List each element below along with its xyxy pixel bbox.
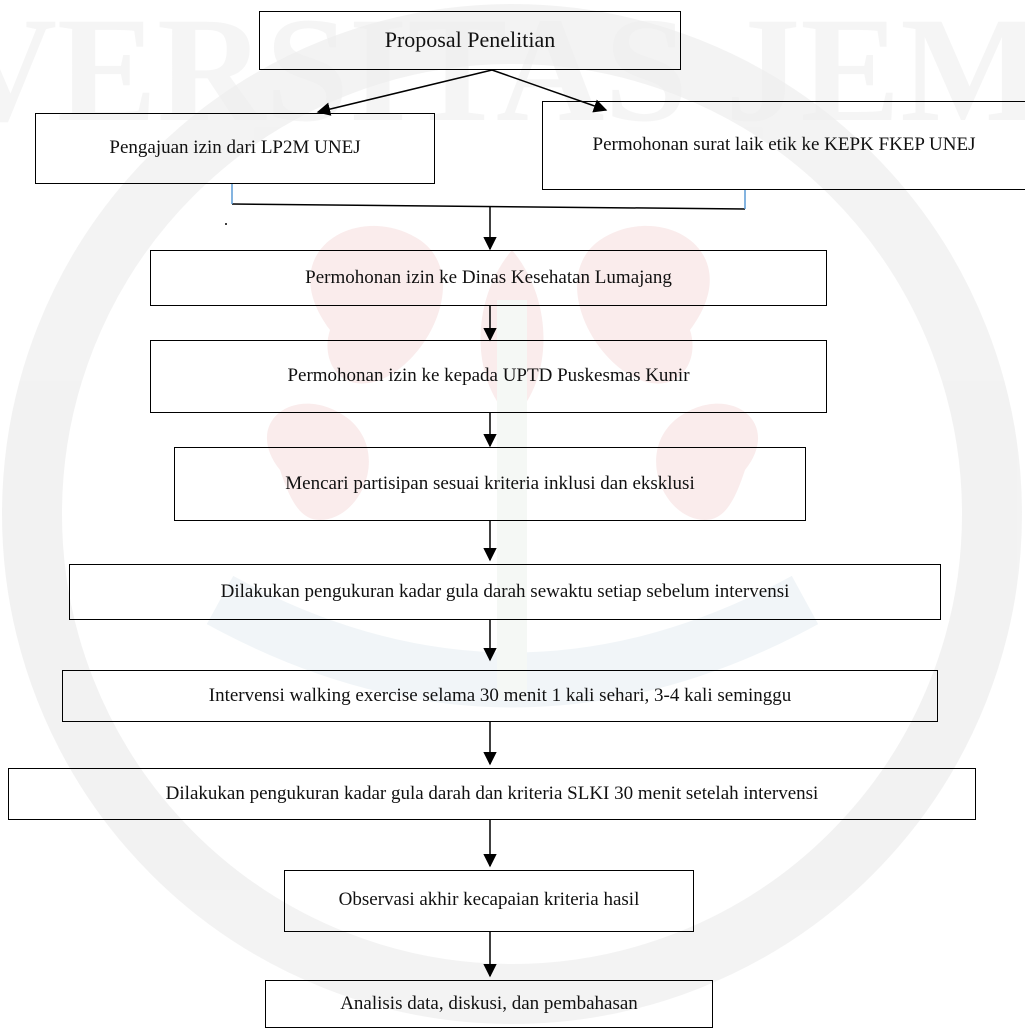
- node-observasi-label: Observasi akhir kecapaian kriteria hasil: [338, 889, 640, 910]
- node-proposal: Proposal Penelitian: [259, 11, 681, 70]
- node-partisipan-label: Mencari partisipan sesuai kriteria inklu…: [285, 472, 695, 494]
- node-ukur-awal: Dilakukan pengukuran kadar gula darah se…: [69, 564, 941, 620]
- node-partisipan: Mencari partisipan sesuai kriteria inklu…: [174, 447, 806, 521]
- node-lp2m-label: Pengajuan izin dari LP2M UNEJ: [109, 137, 361, 159]
- stray-dot: [225, 223, 227, 225]
- node-ukur-awal-label: Dilakukan pengukuran kadar gula darah se…: [220, 580, 790, 602]
- arrow-proposal-to-kepk: [491, 69, 608, 113]
- node-intervensi-label: Intervensi walking exercise selama 30 me…: [208, 684, 792, 706]
- node-dinkes: Permohonan izin ke Dinas Kesehatan Lumaj…: [150, 250, 827, 306]
- merge-line: [231, 203, 746, 210]
- node-intervensi: Intervensi walking exercise selama 30 me…: [62, 670, 938, 722]
- node-proposal-label: Proposal Penelitian: [384, 27, 556, 53]
- node-kepk: Permohonan surat laik etik ke KEPK FKEP …: [542, 101, 1025, 190]
- node-analisis-label: Analisis data, diskusi, dan pembahasan: [340, 992, 638, 1014]
- arrow-proposal-to-lp2m: [316, 69, 493, 116]
- node-analisis: Analisis data, diskusi, dan pembahasan: [265, 980, 713, 1028]
- node-puskesmas-label: Permohonan izin ke kepada UPTD Puskesmas…: [287, 365, 690, 387]
- node-puskesmas: Permohonan izin ke kepada UPTD Puskesmas…: [150, 340, 827, 413]
- node-dinkes-label: Permohonan izin ke Dinas Kesehatan Lumaj…: [305, 266, 672, 288]
- node-ukur-akhir: Dilakukan pengukuran kadar gula darah da…: [8, 768, 976, 820]
- node-ukur-akhir-label: Dilakukan pengukuran kadar gula darah da…: [165, 782, 819, 804]
- node-observasi: Observasi akhir kecapaian kriteria hasil: [284, 870, 694, 932]
- node-kepk-label: Permohonan surat laik etik ke KEPK FKEP …: [592, 134, 976, 156]
- node-lp2m: Pengajuan izin dari LP2M UNEJ: [35, 113, 435, 184]
